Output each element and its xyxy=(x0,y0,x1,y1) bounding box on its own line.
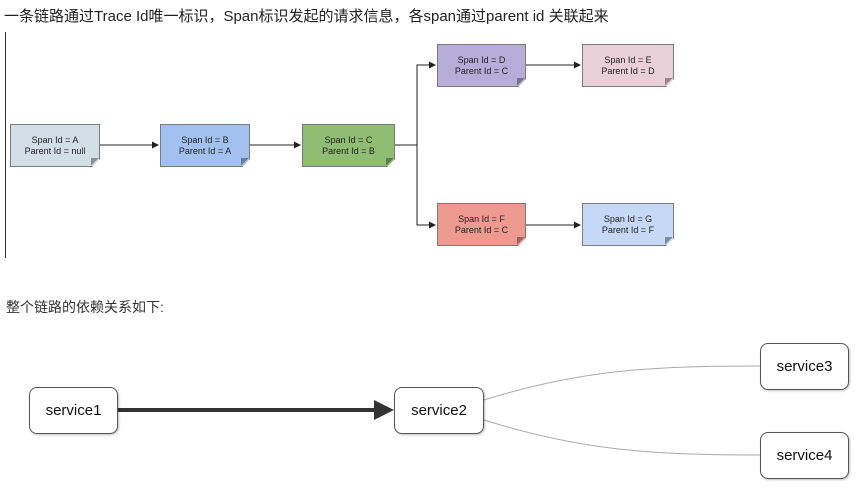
heading-text: 一条链路通过Trace Id唯一标识，Span标识发起的请求信息，各span通过… xyxy=(4,8,609,25)
service-node-2: service2 xyxy=(394,387,484,434)
parent-id-label: Parent Id = B xyxy=(322,145,375,156)
span-node-f: Span Id = F Parent Id = C xyxy=(437,203,526,246)
parent-id-label: Parent Id = F xyxy=(601,224,655,235)
service-node-3: service3 xyxy=(760,343,849,390)
span-node-a: Span Id = A Parent Id = null xyxy=(10,124,100,167)
parent-id-label: Parent Id = null xyxy=(24,145,86,156)
edge-c-f xyxy=(416,145,436,229)
span-node-e: Span Id = E Parent Id = D xyxy=(582,44,674,87)
span-id-label: Span Id = B xyxy=(181,134,229,145)
page-fold-icon xyxy=(241,158,249,166)
span-node-c: Span Id = C Parent Id = B xyxy=(302,124,395,167)
service-node-1: service1 xyxy=(29,387,118,434)
span-id-label: Span Id = C xyxy=(324,134,373,145)
span-node-g: Span Id = G Parent Id = F xyxy=(582,203,674,246)
span-id-label: Span Id = E xyxy=(604,54,652,65)
parent-id-label: Parent Id = A xyxy=(178,145,232,156)
page-fold-icon xyxy=(665,78,673,86)
service-node-4: service4 xyxy=(760,432,849,479)
parent-id-label: Parent Id = D xyxy=(601,65,655,76)
page-fold-icon xyxy=(517,78,525,86)
page-fold-icon xyxy=(386,158,394,166)
left-rule xyxy=(5,32,6,258)
span-id-label: Span Id = G xyxy=(603,213,653,224)
edge-service2-service4 xyxy=(483,419,761,456)
page-fold-icon xyxy=(665,237,673,245)
edge-c-d xyxy=(395,61,436,146)
page-fold-icon xyxy=(91,158,99,166)
span-node-d: Span Id = D Parent Id = C xyxy=(437,44,526,87)
edge-service2-service3 xyxy=(483,365,761,401)
span-id-label: Span Id = F xyxy=(458,213,505,224)
page-fold-icon xyxy=(517,237,525,245)
parent-id-label: Parent Id = C xyxy=(454,224,509,235)
parent-id-label: Parent Id = C xyxy=(454,65,509,76)
span-id-label: Span Id = D xyxy=(457,54,506,65)
span-id-label: Span Id = A xyxy=(31,134,79,145)
span-node-b: Span Id = B Parent Id = A xyxy=(160,124,250,167)
subheading-text: 整个链路的依赖关系如下: xyxy=(6,299,164,315)
